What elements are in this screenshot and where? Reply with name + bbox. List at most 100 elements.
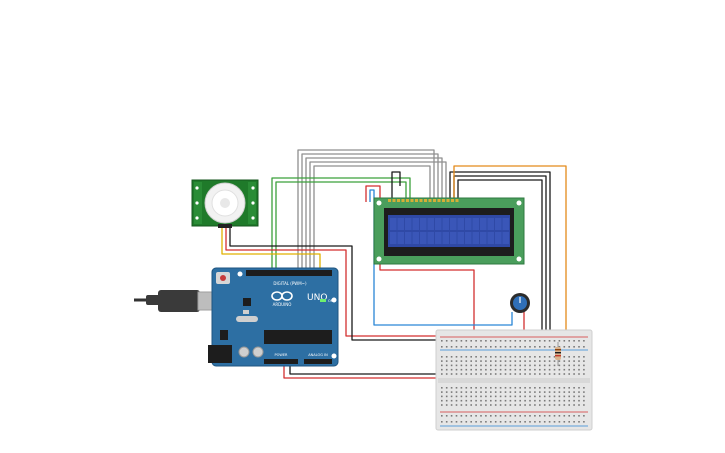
breadboard-hole [583, 395, 585, 398]
breadboard-hole [485, 360, 487, 362]
breadboard-hole [534, 368, 536, 371]
digital-header-label: DIGITAL (PWM~) [273, 281, 307, 286]
breadboard-hole [455, 364, 458, 367]
breadboard-hole [524, 356, 526, 358]
breadboard-hole [563, 387, 566, 389]
breadboard-hole [573, 364, 575, 367]
breadboard-hole [568, 421, 570, 423]
breadboard-hole [534, 364, 536, 367]
lcd-pin [419, 199, 423, 202]
wire-red-pir [225, 226, 446, 337]
breadboard-hole [563, 340, 566, 342]
breadboard-hole [445, 360, 448, 362]
power-header-label: POWER [275, 353, 289, 357]
breadboard-hole [563, 373, 566, 375]
breadboard-hole [445, 356, 448, 358]
breadboard-hole [470, 387, 472, 389]
breadboard-hole [504, 387, 507, 389]
breadboard-hole [578, 373, 580, 375]
breadboard-hole [494, 360, 497, 362]
breadboard-hole [494, 391, 497, 393]
lcd-cell [472, 232, 479, 244]
breadboard-hole [524, 368, 526, 371]
breadboard-hole [534, 387, 536, 389]
lcd-pin [410, 199, 414, 202]
breadboard-hole [543, 387, 546, 389]
wire-green-1 [271, 177, 411, 272]
breadboard-hole [524, 395, 526, 398]
breadboard-hole [485, 404, 487, 406]
lcd-cell [412, 218, 419, 230]
wire-yellow-pir [221, 226, 321, 272]
breadboard-hole [499, 395, 502, 398]
pir-motion-sensor[interactable] [191, 179, 259, 228]
breadboard-hole [573, 395, 575, 398]
breadboard-hole [504, 391, 507, 393]
breadboard-hole [509, 368, 512, 371]
breadboard-hole [524, 404, 526, 406]
breadboard-hole [514, 360, 517, 362]
breadboard-hole [490, 346, 492, 348]
usb-plug-icon [158, 290, 200, 312]
breadboard-hole [455, 421, 458, 423]
breadboard-hole [519, 364, 521, 367]
breadboard-hole [490, 399, 492, 402]
breadboard-hole [573, 391, 575, 393]
lcd-cell [420, 232, 427, 244]
breadboard-hole [548, 364, 551, 367]
breadboard-hole [519, 340, 521, 342]
lcd-cell [495, 232, 502, 244]
arduino-brand-text: ARDUINO [273, 302, 292, 307]
breadboard-hole [568, 404, 570, 406]
breadboard-hole [583, 415, 585, 417]
breadboard-hole [441, 346, 443, 348]
breadboard-hole [455, 391, 458, 393]
breadboard-hole [543, 360, 546, 362]
breadboard-hole [485, 346, 487, 348]
breadboard-hole [475, 356, 477, 358]
breadboard-hole [450, 421, 453, 423]
arduino-uno[interactable]: DIGITAL (PWM~) ARDUINO UNO ON POWER ANAL… [208, 267, 339, 367]
breadboard-hole [494, 373, 497, 375]
lcd-cell [450, 232, 457, 244]
breadboard-hole [524, 346, 526, 348]
breadboard-hole [548, 368, 551, 371]
breadboard-hole [450, 364, 453, 367]
breadboard[interactable] [435, 329, 593, 431]
breadboard-hole [529, 346, 531, 348]
breadboard-hole [543, 368, 546, 371]
breadboard-hole [475, 346, 477, 348]
breadboard-hole [553, 360, 556, 362]
breadboard-hole [573, 387, 575, 389]
breadboard-hole [490, 368, 492, 371]
breadboard-hole [539, 340, 541, 342]
breadboard-hole [460, 387, 463, 389]
breadboard-hole [455, 387, 458, 389]
breadboard-hole [534, 356, 536, 358]
breadboard-hole [475, 395, 477, 398]
breadboard-hole [465, 391, 468, 393]
breadboard-hole [519, 356, 521, 358]
breadboard-hole [563, 421, 566, 423]
breadboard-hole [460, 421, 463, 423]
breadboard-hole [445, 421, 448, 423]
wire-gray-3 [305, 157, 443, 272]
breadboard-hole [480, 399, 482, 402]
breadboard-hole [524, 387, 526, 389]
breadboard-hole [568, 368, 570, 371]
potentiometer[interactable] [510, 293, 530, 313]
breadboard-hole [558, 346, 561, 348]
breadboard-hole [465, 364, 468, 367]
breadboard-hole [543, 373, 546, 375]
lcd-pin [388, 199, 391, 202]
breadboard-hole [524, 373, 526, 375]
breadboard-hole [450, 340, 453, 342]
lcd-16x2[interactable] [373, 197, 525, 265]
breadboard-hole [573, 421, 575, 423]
breadboard-holes [441, 340, 585, 423]
reset-button[interactable] [220, 275, 226, 281]
breadboard-hole [539, 421, 541, 423]
lcd-cell [457, 218, 464, 230]
breadboard-hole [519, 360, 521, 362]
breadboard-hole [504, 399, 507, 402]
